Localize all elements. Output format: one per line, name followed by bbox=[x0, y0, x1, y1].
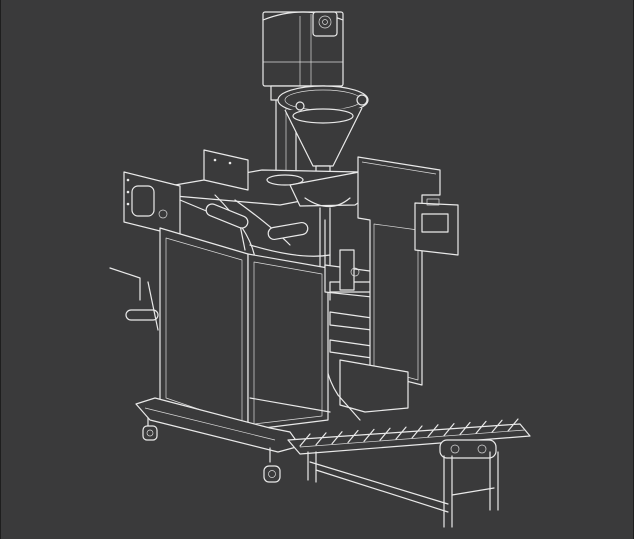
left-side-frame bbox=[109, 149, 249, 331]
conveyor-roller bbox=[379, 427, 391, 441]
conveyor-roller bbox=[331, 431, 343, 445]
cabinet-front-panel bbox=[247, 253, 329, 431]
output-conveyor bbox=[287, 418, 531, 459]
conveyor-roller bbox=[443, 423, 455, 437]
right-guard-door[interactable] bbox=[357, 156, 441, 386]
lower-chute-box bbox=[337, 359, 409, 421]
conveyor-roller bbox=[395, 426, 407, 440]
conveyor-roller bbox=[299, 433, 311, 447]
cabinet-left-panel bbox=[159, 227, 249, 431]
conveyor-roller bbox=[411, 425, 423, 439]
control-box bbox=[414, 198, 459, 256]
conveyor-roller bbox=[491, 419, 503, 433]
conveyor-roller bbox=[475, 420, 487, 434]
conveyor-roller bbox=[427, 424, 439, 438]
conveyor-roller bbox=[507, 418, 519, 432]
conveyor-roller bbox=[315, 432, 327, 446]
caster-wheel-front bbox=[263, 447, 281, 483]
conveyor-roller bbox=[459, 421, 471, 436]
film-roll-arms bbox=[179, 194, 331, 259]
caster-wheel-left bbox=[142, 417, 158, 441]
conveyor-roller bbox=[347, 429, 359, 444]
hopper-cone bbox=[277, 85, 369, 179]
auger-motor-housing bbox=[262, 11, 344, 87]
conveyor-roller bbox=[363, 428, 375, 442]
conveyor-legs bbox=[307, 451, 499, 528]
